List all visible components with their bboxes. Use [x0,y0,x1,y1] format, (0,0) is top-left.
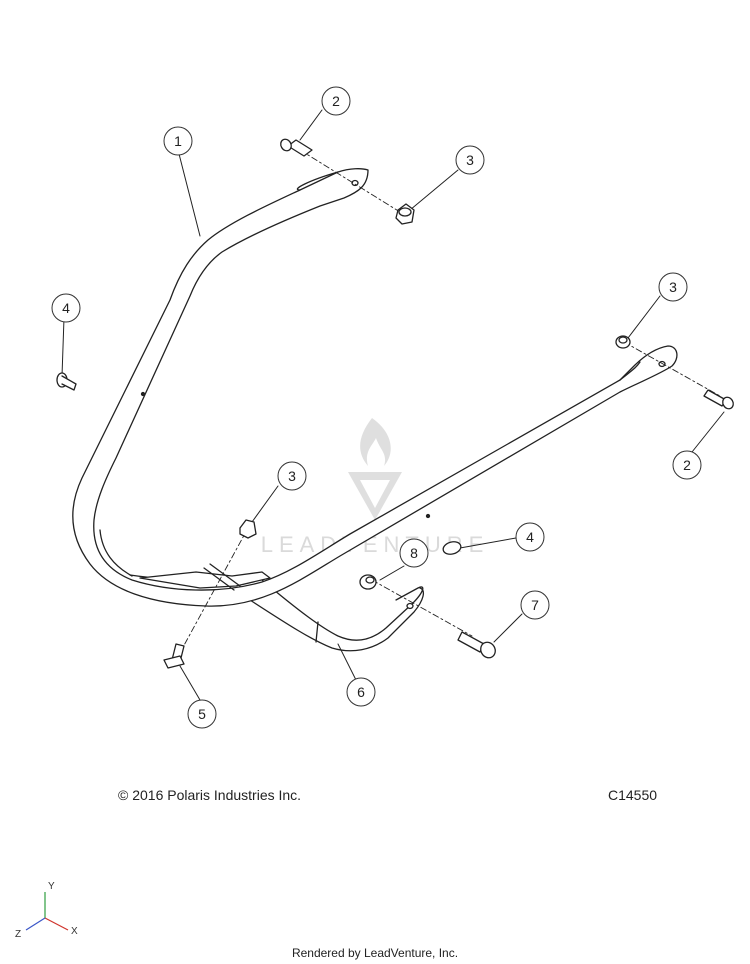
callout-4-left: 4 [51,293,81,323]
nut-right-part [615,335,631,349]
axis-y-label: Y [48,881,55,892]
assembly-dash-lines [175,149,721,661]
callout-6: 6 [346,677,376,707]
callout-3-upper: 3 [455,145,485,175]
callout-3-center: 3 [277,461,307,491]
flame-icon [360,418,391,466]
bolt-right-part [703,389,734,410]
callout-3-right: 3 [658,272,688,302]
callout-8: 8 [399,538,429,568]
svg-text:4: 4 [62,300,70,316]
axis-triad: Y X Z [15,881,78,940]
svg-text:6: 6 [357,684,365,700]
rivet-right-part [442,541,462,555]
axis-z-label: Z [15,929,21,940]
copyright-text: © 2016 Polaris Industries Inc. [118,787,302,803]
rendered-by-text: Rendered by LeadVenture, Inc. [291,946,459,960]
callout-2-upper: 2 [321,86,351,116]
lower-bracket-part [249,579,425,652]
nut-upper-part [395,203,415,225]
callout-7: 7 [520,590,550,620]
svg-text:3: 3 [288,468,296,484]
bolt-lower-part [457,631,496,659]
callout-1: 1 [163,126,193,156]
nut-center-part [239,519,257,539]
svg-text:2: 2 [683,457,691,473]
svg-text:8: 8 [410,545,418,561]
axis-x-label: X [71,926,78,937]
leader-lines [61,109,725,701]
bolt-bottom-part [163,643,185,669]
figure-code: C14550 [608,787,658,803]
svg-text:3: 3 [466,152,474,168]
callouts: 1 2 3 4 3 2 3 4 8 7 6 5 [51,86,702,729]
svg-text:7: 7 [531,597,539,613]
rivet-left-part [56,372,77,391]
bolt-upper-left-part [280,138,313,157]
svg-text:4: 4 [526,529,534,545]
callout-5: 5 [187,699,217,729]
svg-text:1: 1 [174,133,182,149]
v-logo-icon [348,472,402,520]
svg-text:2: 2 [332,93,340,109]
callout-2-right: 2 [672,450,702,480]
spacer-part [359,574,377,590]
svg-text:3: 3 [669,279,677,295]
svg-text:5: 5 [198,706,206,722]
mounting-plate-part [139,563,271,591]
callout-4-right: 4 [515,522,545,552]
